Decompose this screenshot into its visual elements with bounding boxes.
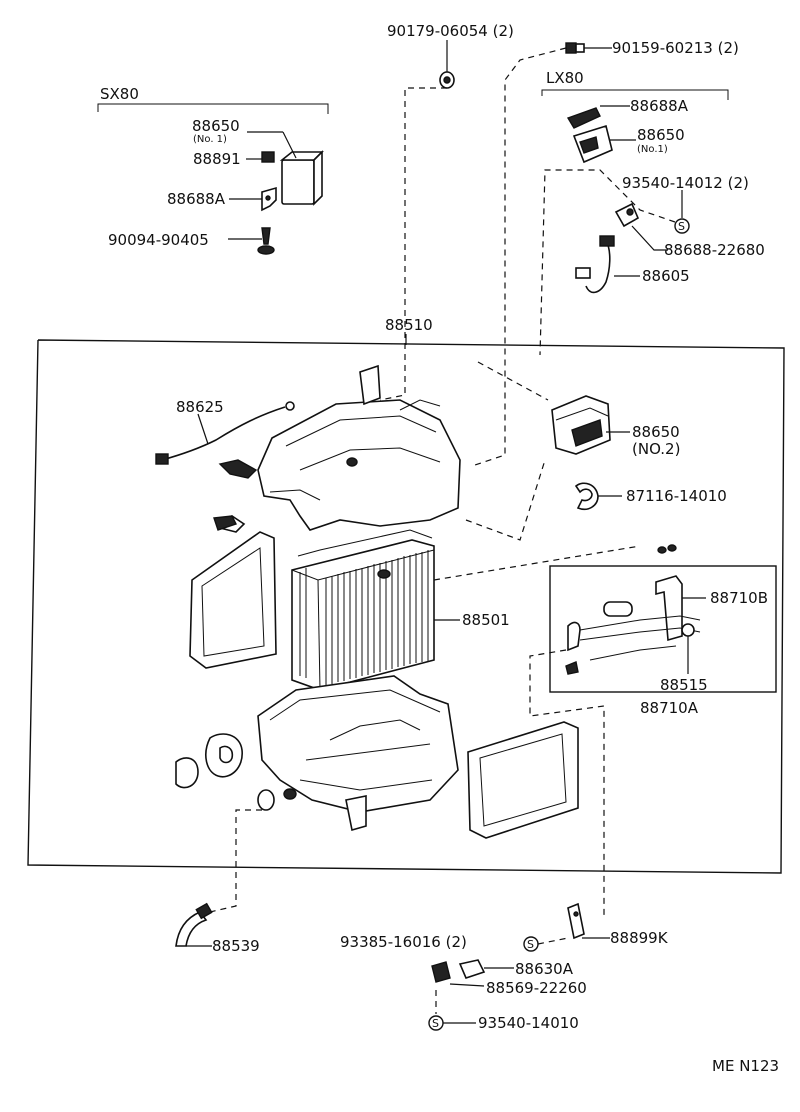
label-90159: 90159-60213 (2) (612, 39, 739, 57)
seal-left-icon (189, 531, 277, 669)
label-88650-lx: 88650 (637, 126, 685, 144)
resistor-lx-icon (572, 124, 613, 164)
label-88650-no2: 88650 (632, 423, 680, 441)
label-90179: 90179-06054 (2) (387, 22, 514, 40)
svg-text:S: S (678, 220, 685, 233)
label-88569: 88569-22260 (486, 979, 587, 997)
label-88539: 88539 (212, 937, 260, 955)
main-frame (27, 339, 785, 874)
label-88688-22680: 88688-22680 (664, 241, 765, 259)
thermistor-icon (431, 959, 486, 983)
label-88650-sx: 88650 (192, 117, 240, 135)
harness-88625-icon (155, 401, 295, 465)
bracket-icon (261, 186, 277, 212)
label-87116: 87116-14010 (626, 487, 727, 505)
s-symbol-mid-icon: S (523, 936, 539, 952)
clip-87116-icon (574, 482, 599, 511)
label-88710b: 88710B (710, 589, 768, 607)
bolt-icon (565, 42, 585, 54)
label-88710a: 88710A (640, 699, 699, 717)
clamp-icon (614, 202, 640, 228)
drain-hose-icon (175, 902, 213, 947)
expansion-valve-icon (565, 575, 701, 675)
clip-icon (261, 151, 275, 163)
label-88650-sx-no: (No. 1) (193, 134, 227, 145)
label-88650-lx-no: (No.1) (637, 144, 668, 155)
evaporator-icon (291, 529, 435, 691)
footer-code: ME N123 (712, 1057, 779, 1075)
nut-icon (439, 71, 455, 89)
o-ring-icon (657, 544, 677, 554)
seal-right-icon (467, 721, 579, 839)
cap-icon (257, 788, 297, 811)
label-88510: 88510 (385, 316, 433, 334)
key-icon (213, 515, 237, 531)
wire-harness-icon (575, 235, 615, 294)
screw-icon (257, 227, 275, 255)
label-88515: 88515 (660, 676, 708, 694)
label-90094: 90094-90405 (108, 231, 209, 249)
label-88891: 88891 (193, 150, 241, 168)
label-88630a: 88630A (515, 960, 574, 978)
grommet-icon (175, 733, 243, 789)
label-93540-bot: 93540-14010 (478, 1014, 579, 1032)
svg-text:S: S (432, 1017, 439, 1030)
s-symbol-bottom-icon: S (428, 1015, 444, 1031)
label-93385: 93385-16016 (2) (340, 933, 467, 951)
label-88605: 88605 (642, 267, 690, 285)
lx80-group: LX80 88688A 88650 (No.1) (541, 69, 729, 164)
label-88688a-lx: 88688A (630, 97, 689, 115)
label-88501: 88501 (462, 611, 510, 629)
label-93540-top: 93540-14012 (2) (622, 174, 749, 192)
s-symbol-top-icon: S (674, 218, 690, 234)
label-88688a-sx: 88688A (167, 190, 226, 208)
resistor-no2-icon (551, 395, 611, 455)
svg-text:S: S (527, 938, 534, 951)
label-88650-no2-no: (NO.2) (632, 440, 680, 458)
clamp-88899k-icon (567, 902, 585, 940)
lower-case-icon (257, 675, 459, 832)
resistor-block-icon (279, 150, 324, 206)
sx80-group: SX80 88650 (No. 1) 88891 88688A 90 (97, 85, 329, 255)
upper-case-icon (257, 364, 461, 531)
valve-box (549, 565, 777, 693)
label-88625: 88625 (176, 398, 224, 416)
sx80-group-label: SX80 (100, 85, 139, 103)
lx80-group-label: LX80 (546, 69, 584, 87)
bracket-lx-icon (566, 107, 601, 129)
label-88899k: 88899K (610, 929, 669, 947)
